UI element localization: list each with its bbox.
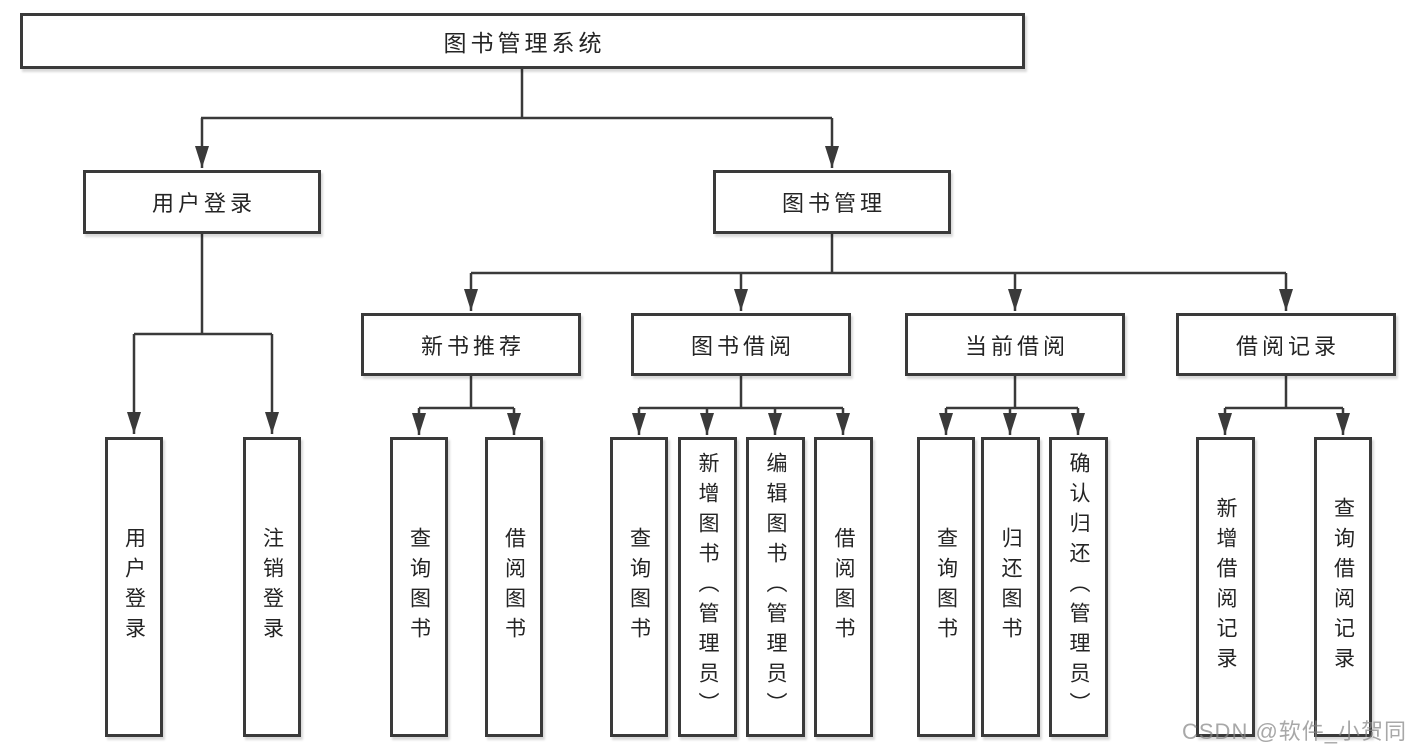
node-user-login-label: 用户登录 <box>151 191 256 216</box>
leaf-add-borrow-record: 新增借阅记录 <box>1196 437 1255 737</box>
leaf-query-borrow-record-label: 查询借阅记录 <box>1331 497 1355 677</box>
node-current-borrow-label: 当前借阅 <box>964 333 1069 359</box>
node-user-login: 用户登录 <box>83 170 321 234</box>
node-book-management-label: 图书管理 <box>781 191 886 216</box>
leaf-query-books-3: 查询图书 <box>917 437 975 737</box>
node-book-borrow-label: 图书借阅 <box>690 333 795 359</box>
leaf-query-borrow-record: 查询借阅记录 <box>1314 437 1372 737</box>
leaf-borrow-books-1-label: 借阅图书 <box>502 527 526 647</box>
leaf-query-books-2-label: 查询图书 <box>627 527 651 647</box>
leaf-return-book: 归还图书 <box>981 437 1040 737</box>
leaf-confirm-return-admin-label: 确认归还（管理员） <box>1067 452 1090 722</box>
leaf-logout: 注销登录 <box>243 437 301 737</box>
leaf-return-book-label: 归还图书 <box>999 527 1022 647</box>
leaf-user-login: 用户登录 <box>105 437 163 737</box>
leaf-borrow-books-2-label: 借阅图书 <box>832 527 855 647</box>
leaf-query-books-2: 查询图书 <box>610 437 668 737</box>
leaf-user-login-label: 用户登录 <box>122 527 146 647</box>
leaf-add-borrow-record-label: 新增借阅记录 <box>1214 497 1237 677</box>
node-book-management: 图书管理 <box>713 170 951 234</box>
node-borrow-records-label: 借阅记录 <box>1235 333 1340 359</box>
leaf-query-books-1: 查询图书 <box>390 437 448 737</box>
leaf-edit-book-admin: 编辑图书（管理员） <box>746 437 805 737</box>
leaf-add-book-admin: 新增图书（管理员） <box>678 437 737 737</box>
leaf-borrow-books-1: 借阅图书 <box>485 437 543 737</box>
leaf-borrow-books-2: 借阅图书 <box>814 437 873 737</box>
node-book-borrow: 图书借阅 <box>631 313 851 376</box>
leaf-logout-label: 注销登录 <box>260 527 284 647</box>
watermark: CSDN @软件_小贺同学 <box>1182 719 1405 744</box>
node-root: 图书管理系统 <box>20 13 1025 69</box>
node-root-label: 图书管理系统 <box>443 30 606 56</box>
node-current-borrow: 当前借阅 <box>905 313 1125 376</box>
node-new-book-recommend: 新书推荐 <box>361 313 581 376</box>
node-new-book-recommend-label: 新书推荐 <box>420 333 525 359</box>
leaf-query-books-3-label: 查询图书 <box>934 527 958 647</box>
leaf-query-books-1-label: 查询图书 <box>407 527 431 647</box>
leaf-add-book-admin-label: 新增图书（管理员） <box>696 452 719 722</box>
leaf-edit-book-admin-label: 编辑图书（管理员） <box>764 452 787 722</box>
node-borrow-records: 借阅记录 <box>1176 313 1396 376</box>
leaf-confirm-return-admin: 确认归还（管理员） <box>1049 437 1108 737</box>
